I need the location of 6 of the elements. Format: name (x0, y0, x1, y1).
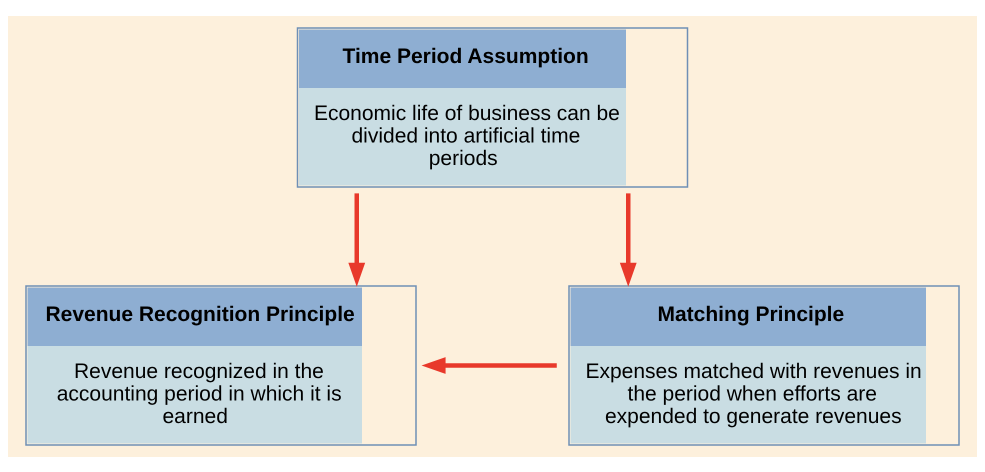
node-box: Revenue Recognition Principle Revenue recognized in the accounting period in which it is earned (25, 284, 417, 446)
node-box: Time Period Assumption Economic life of business can be divided into artificial time periods (296, 26, 688, 188)
arrow (348, 192, 366, 286)
node-box: Matching Principle Expenses matched with revenues in the period when efforts are expended to generate revenues (568, 284, 960, 446)
arrow (620, 192, 637, 286)
arrow (422, 356, 557, 374)
